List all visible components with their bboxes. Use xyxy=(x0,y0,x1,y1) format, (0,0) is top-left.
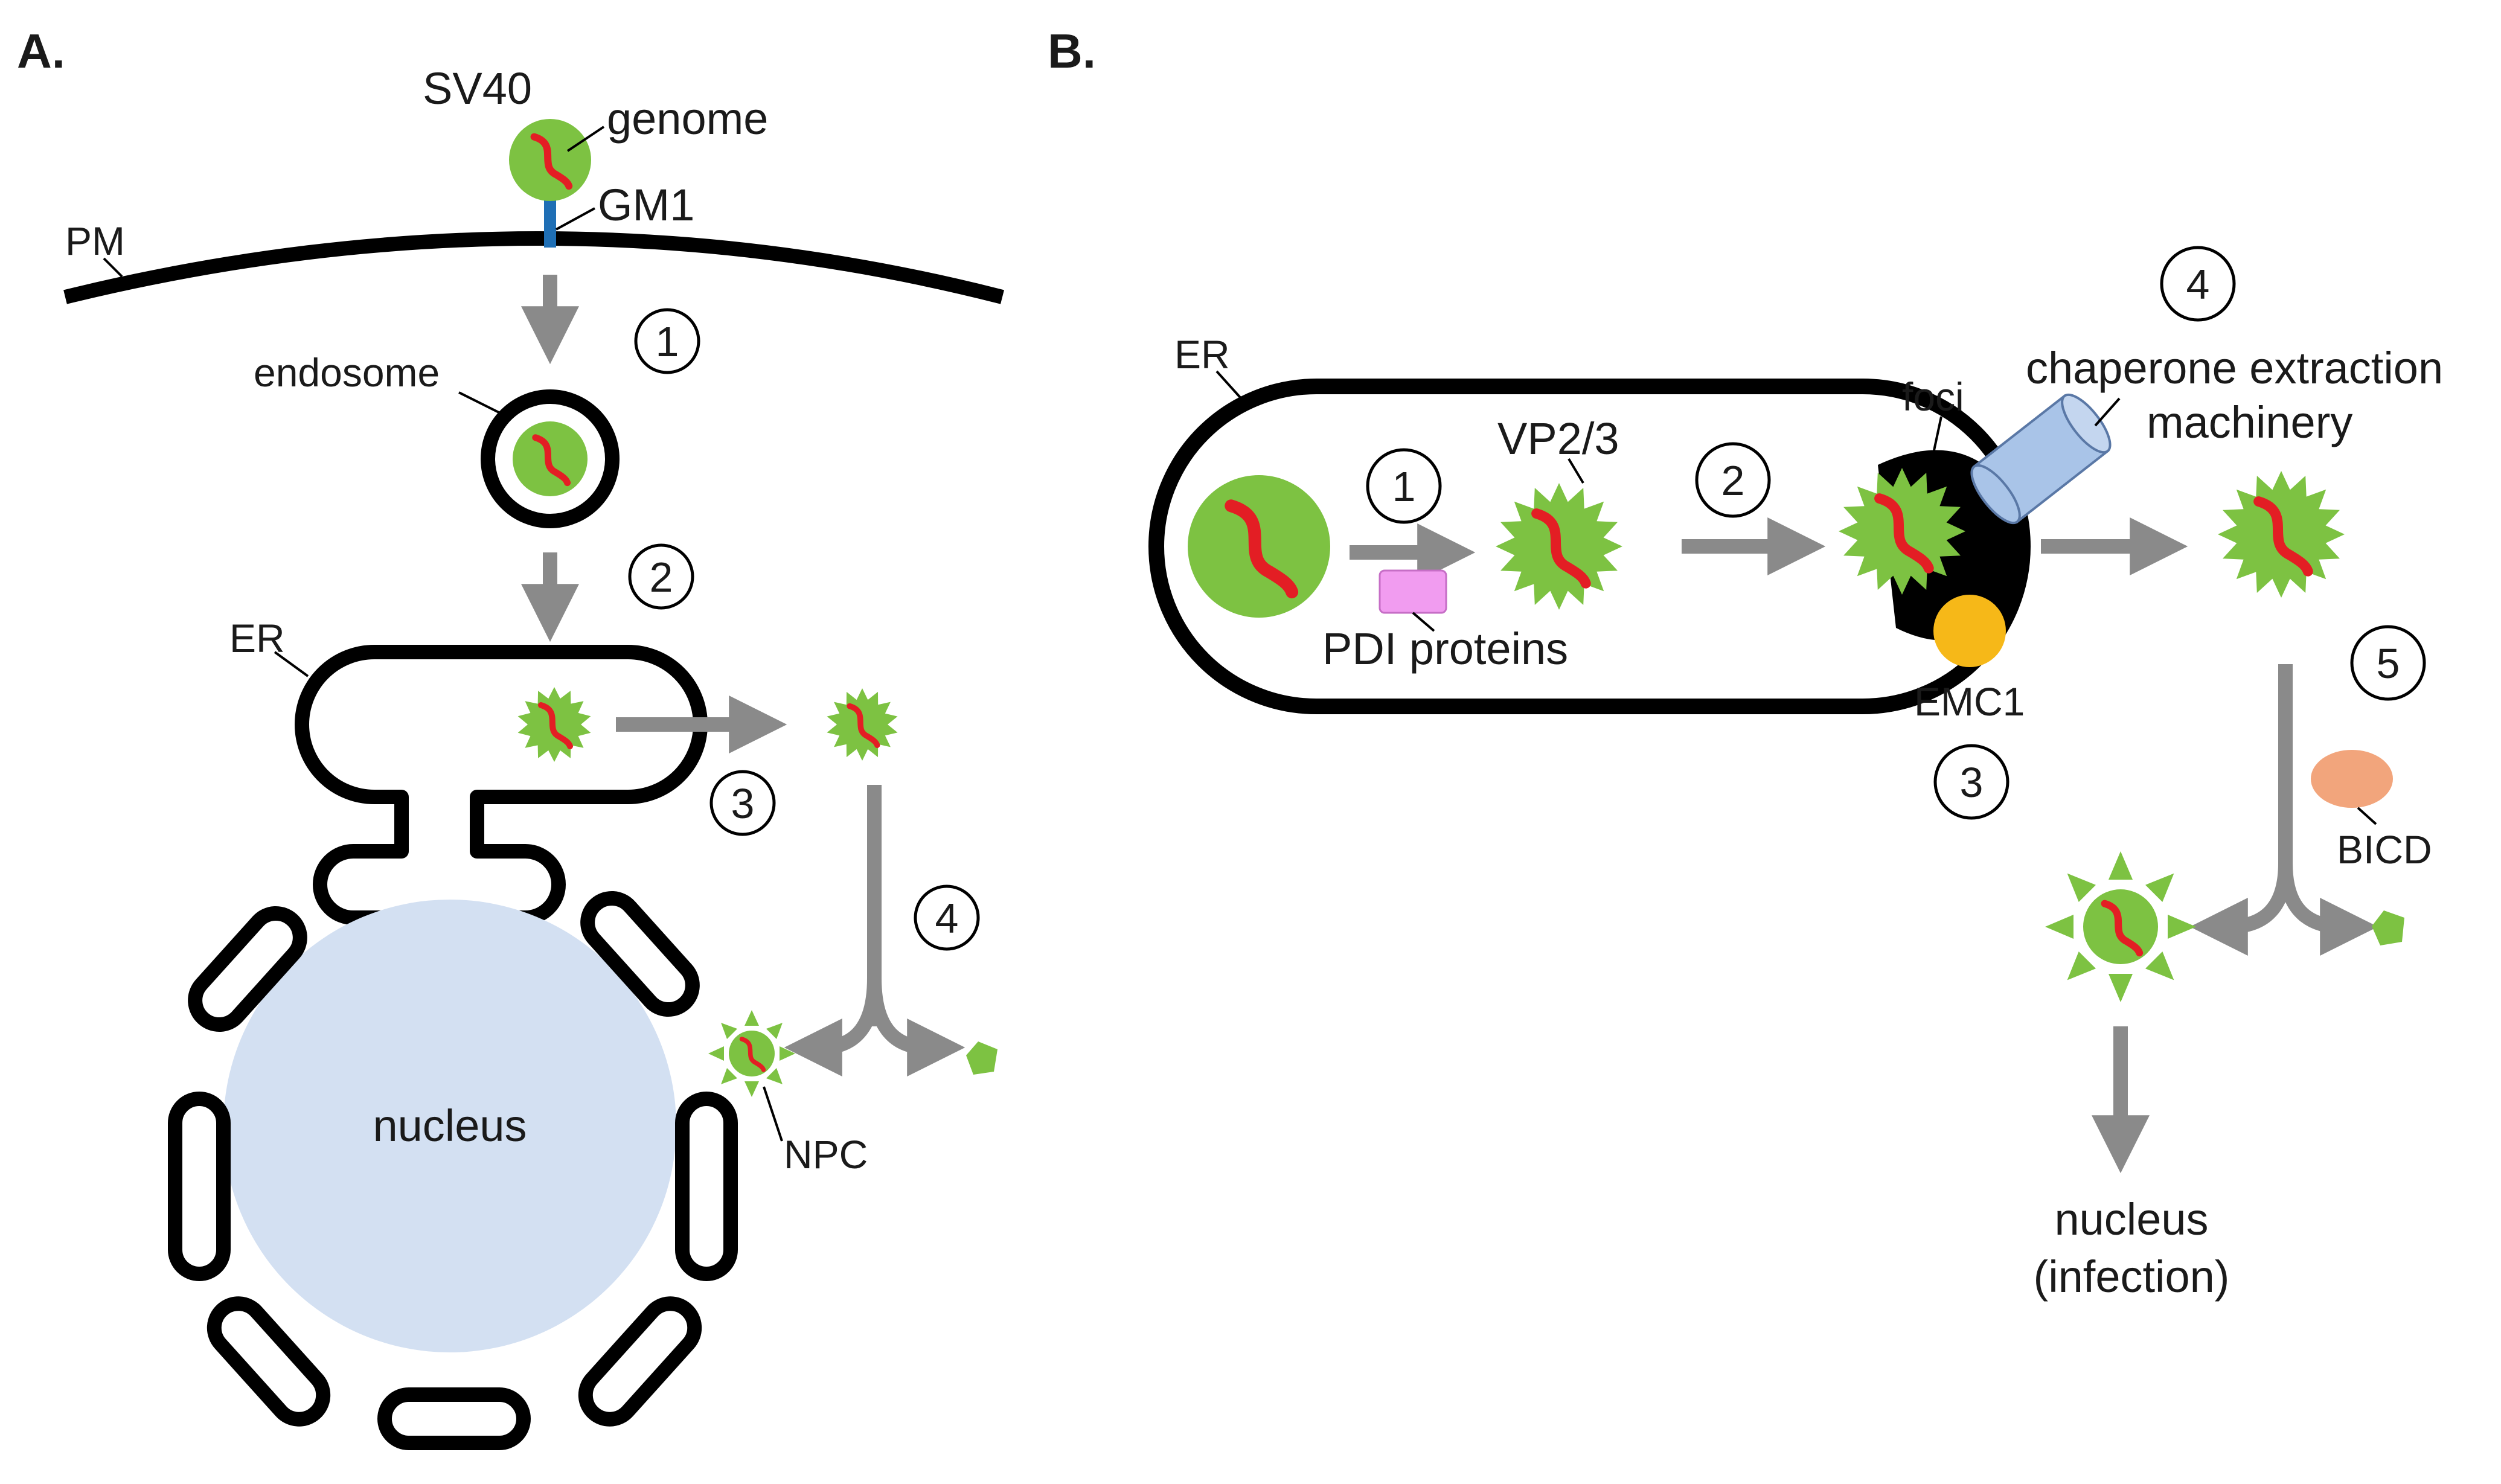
detached-spike xyxy=(2067,873,2096,902)
pm-label: PM xyxy=(65,219,125,263)
virion-intact-b xyxy=(1188,475,1330,618)
capsid-fragment-b xyxy=(2372,910,2404,945)
step-3-number: 3 xyxy=(731,780,755,827)
genome-label: genome xyxy=(607,94,768,144)
nucleus-label-b-line2: (infection) xyxy=(2034,1252,2230,1302)
panel-b: B. ER foci 1 PDI proteins VP2/3 xyxy=(1048,24,2443,1302)
nucleus-label-b-line1: nucleus xyxy=(2054,1194,2208,1244)
step-2-number: 2 xyxy=(650,554,673,601)
chaperone-label-line1: chaperone extraction xyxy=(2026,343,2443,393)
sv40-virion xyxy=(509,119,591,201)
virion-in-er-a xyxy=(517,687,591,762)
bicd-protein xyxy=(2311,750,2393,808)
detached-spike xyxy=(2109,851,2133,880)
sv40-label: SV40 xyxy=(423,63,532,114)
pdi-protein xyxy=(1379,569,1447,614)
plasma-membrane xyxy=(63,231,1004,304)
gm1-receptor xyxy=(544,192,556,248)
step-1-number: 1 xyxy=(656,318,679,365)
panel-a-letter: A. xyxy=(17,24,65,78)
detached-spike xyxy=(745,1010,759,1026)
virion-cytosol-a xyxy=(827,688,898,761)
endosome-label: endosome xyxy=(254,350,440,395)
detached-spike xyxy=(2067,951,2096,980)
virion-cytosol-b xyxy=(2218,471,2345,598)
detached-spike xyxy=(780,1046,795,1061)
er-organelle-a xyxy=(295,645,708,925)
step-2-number-b: 2 xyxy=(1721,457,1745,504)
gm1-label: GM1 xyxy=(598,180,694,230)
emc1-label: EMC1 xyxy=(1914,679,2025,724)
detached-spike xyxy=(2045,915,2073,939)
detached-spike xyxy=(766,1023,783,1039)
virion-at-npc xyxy=(708,1010,795,1097)
chaperone-label-line2: machinery xyxy=(2147,397,2352,447)
detached-spike xyxy=(766,1068,783,1084)
vp23-label: VP2/3 xyxy=(1497,414,1619,464)
npc-label: NPC xyxy=(784,1132,868,1177)
step-5-number-b: 5 xyxy=(2377,640,2400,687)
detached-spike xyxy=(745,1081,759,1097)
pdi-label: PDI proteins xyxy=(1322,624,1568,674)
virion-vp23-b xyxy=(1496,483,1622,610)
step-1-number-b: 1 xyxy=(1392,463,1416,510)
nuclear-envelope xyxy=(168,891,738,1450)
chaperone-extraction-machinery xyxy=(1970,393,2112,525)
detached-spike xyxy=(2145,951,2174,980)
er-label-b: ER xyxy=(1174,332,1230,377)
virion-disassembled-b xyxy=(2045,851,2196,1002)
detached-spike xyxy=(708,1046,724,1061)
detached-spike xyxy=(2145,873,2174,902)
nucleus-label-a: nucleus xyxy=(373,1101,527,1151)
step-3-number-b: 3 xyxy=(1960,759,1984,806)
capsid-fragment-a xyxy=(966,1041,998,1075)
nucleus-a xyxy=(223,900,676,1352)
step-4-number-b: 4 xyxy=(2186,261,2210,308)
panel-a: A. PM GM1 SV40 genome 1 endosome xyxy=(17,24,1004,1450)
emc1-protein xyxy=(1933,595,2006,667)
foci-label: foci xyxy=(1902,374,1964,419)
virion-at-foci-b xyxy=(1839,468,1965,595)
step-4-number: 4 xyxy=(935,895,959,942)
bicd-label: BICD xyxy=(2337,827,2432,872)
panel-b-letter: B. xyxy=(1048,24,1096,78)
detached-spike xyxy=(721,1023,737,1039)
detached-spike xyxy=(721,1068,737,1084)
detached-spike xyxy=(2168,915,2196,939)
endosome xyxy=(481,389,620,528)
detached-spike xyxy=(2109,974,2133,1002)
